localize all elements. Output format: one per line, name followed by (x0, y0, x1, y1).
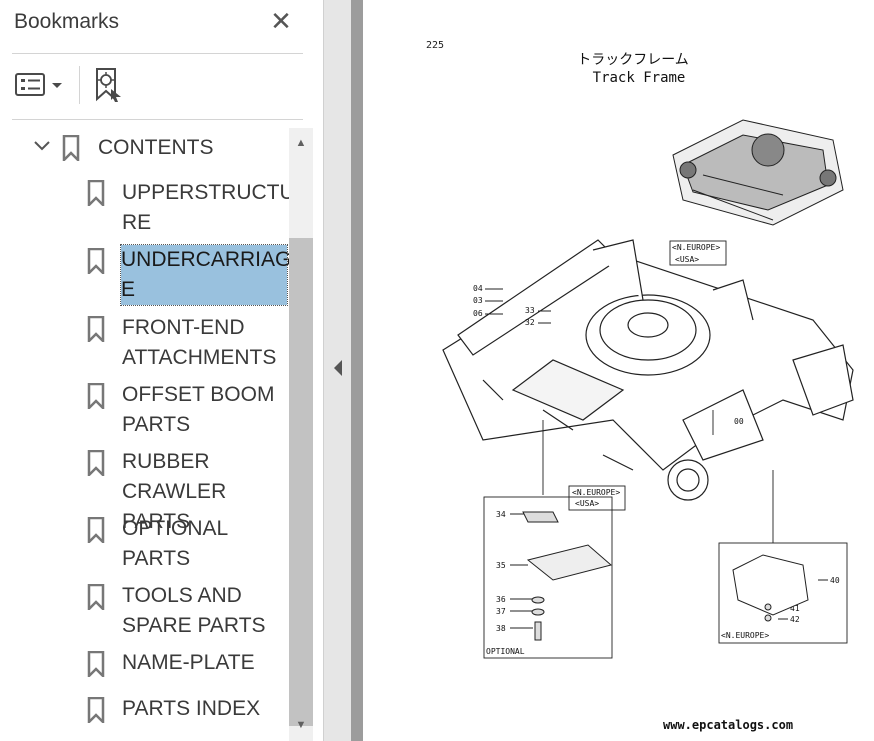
bookmark-icon (87, 517, 105, 543)
bookmark-icon (87, 697, 105, 723)
svg-text:42: 42 (790, 615, 800, 624)
bookmark-icon (62, 135, 80, 161)
part-callouts: 04 03 06 33 32 00 34 35 36 37 38 40 41 4… (473, 243, 840, 656)
bookmarks-panel: Bookmarks ✕ CONTENTS (0, 0, 323, 741)
bookmark-icon (87, 450, 105, 476)
bookmark-label: NAME-PLATE (122, 651, 255, 674)
bookmark-offset-boom-parts[interactable]: OFFSET BOOM PARTS (12, 379, 289, 443)
title-en: Track Frame (593, 70, 686, 86)
svg-text:34: 34 (496, 510, 506, 519)
bookmark-front-end-attachments[interactable]: FRONT-END ATTACHMENTS (12, 312, 289, 376)
track-frame-diagram: 225 トラックフレーム Track Frame 04 (426, 40, 854, 732)
svg-text:00: 00 (734, 417, 744, 426)
title-jp: トラックフレーム (577, 52, 689, 68)
scroll-thumb[interactable] (289, 238, 313, 726)
bookmark-name-plate[interactable]: NAME-PLATE (12, 647, 289, 687)
overview-sketch (672, 119, 844, 226)
bookmark-undercarriage[interactable]: UNDERCARRIAG E (12, 244, 289, 308)
divider (12, 53, 303, 54)
bookmark-icon (87, 584, 105, 610)
bookmark-optional-parts[interactable]: OPTIONAL PARTS (12, 513, 289, 577)
bookmark-contents[interactable]: CONTENTS (12, 128, 289, 168)
svg-text:33: 33 (525, 306, 535, 315)
panel-splitter[interactable] (323, 0, 352, 741)
optional-parts-drawing (522, 511, 809, 641)
bookmark-label: PARTS INDEX (122, 697, 261, 720)
bookmark-label: FRONT-END ATTACHMENTS (122, 316, 277, 369)
bookmark-label: OPTIONAL PARTS (122, 517, 229, 570)
bookmark-label: TOOLS AND SPARE PARTS (122, 584, 266, 637)
document-page: 225 トラックフレーム Track Frame 04 (363, 0, 874, 741)
bookmark-label: OFFSET BOOM PARTS (122, 383, 275, 436)
svg-text:<N.EUROPE>: <N.EUROPE> (672, 243, 720, 252)
scroll-up-icon[interactable]: ▲ (295, 137, 307, 149)
panel-title: Bookmarks (14, 10, 120, 33)
list-options-icon (15, 73, 62, 96)
callout-leaders (483, 240, 848, 659)
bookmark-icon (87, 383, 105, 409)
svg-text:03: 03 (473, 296, 483, 305)
svg-text:OPTIONAL: OPTIONAL (486, 647, 525, 656)
chevron-down-icon[interactable] (34, 140, 50, 152)
svg-text:<USA>: <USA> (575, 499, 599, 508)
svg-text:38: 38 (496, 624, 506, 633)
scroll-down-icon[interactable]: ▼ (295, 719, 307, 731)
bookmark-rubber-crawler-parts[interactable]: RUBBER CRAWLER PARTS (12, 446, 289, 533)
bookmark-target-icon (96, 68, 121, 102)
bookmark-icon (87, 180, 105, 206)
bookmark-tools-spare-parts[interactable]: TOOLS AND SPARE PARTS (12, 580, 289, 644)
svg-text:<N.EUROPE>: <N.EUROPE> (721, 631, 769, 640)
svg-text:41: 41 (790, 604, 800, 613)
watermark: www.epcatalogs.com (663, 718, 793, 732)
svg-text:<N.EUROPE>: <N.EUROPE> (572, 488, 620, 497)
options-menu-button[interactable] (12, 66, 68, 104)
bookmark-icon (87, 248, 105, 274)
bookmark-parts-index[interactable]: PARTS INDEX (12, 693, 289, 733)
svg-text:<USA>: <USA> (675, 255, 699, 264)
bookmark-upperstructure[interactable]: UPPERSTRUCTU RE (12, 176, 289, 240)
svg-text:40: 40 (830, 576, 840, 585)
svg-text:32: 32 (525, 318, 535, 327)
vertical-scrollbar[interactable]: ▲ ▼ (289, 128, 313, 741)
page-border (351, 0, 363, 741)
bookmark-label-selected: UNDERCARRIAG E (120, 244, 289, 306)
svg-text:06: 06 (473, 309, 483, 318)
divider (12, 119, 303, 120)
toolbar-separator (79, 66, 80, 104)
bookmark-label: UPPERSTRUCTU RE (122, 181, 289, 234)
bookmark-icon (87, 651, 105, 677)
find-current-bookmark-button[interactable] (88, 66, 128, 104)
bookmark-label: CONTENTS (98, 136, 214, 159)
svg-text:04: 04 (473, 284, 483, 293)
close-icon[interactable]: ✕ (270, 6, 292, 36)
bookmark-tree: CONTENTS UPPERSTRUCTU RE UNDERCARRIAG E … (12, 128, 289, 741)
page-number: 225 (426, 40, 444, 51)
svg-text:35: 35 (496, 561, 506, 570)
bookmark-icon (87, 316, 105, 342)
svg-text:36: 36 (496, 595, 506, 604)
frame-body (442, 239, 854, 501)
bookmark-label: RUBBER CRAWLER PARTS (122, 450, 227, 533)
collapse-panel-icon[interactable] (331, 358, 345, 378)
svg-text:37: 37 (496, 607, 506, 616)
